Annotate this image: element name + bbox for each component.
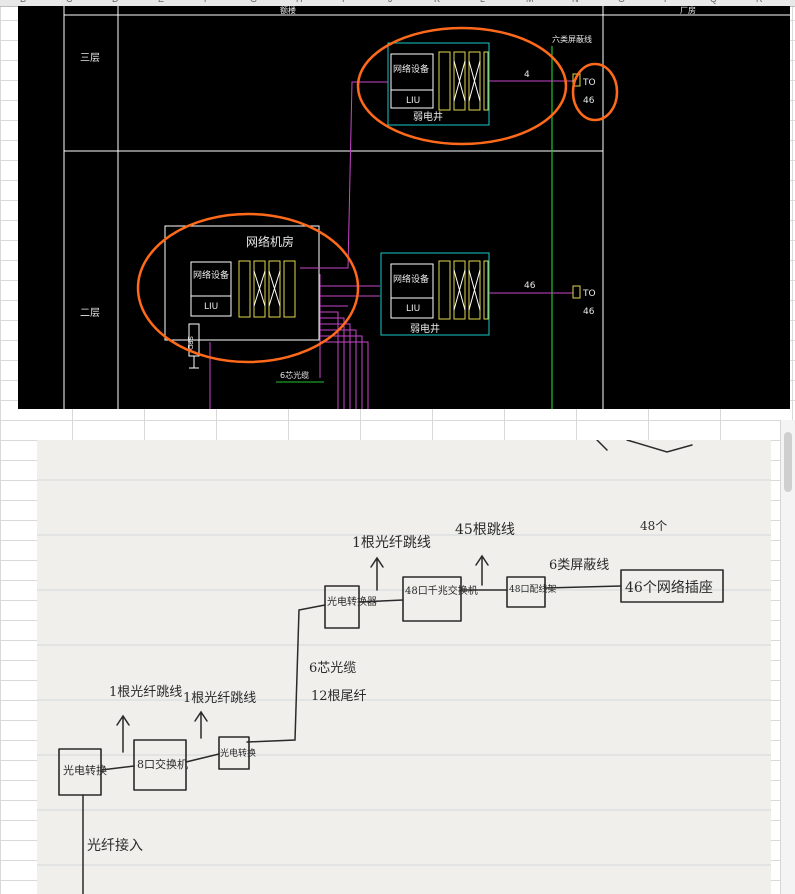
spd-label: SPD (186, 336, 194, 350)
to-outlet-bottom (572, 285, 581, 299)
cad-wiring-diagram: 额楼 厂房 三层 二层 网络机房 网络设备 LIU SPD 网络设备 LIU 弱… (18, 6, 790, 409)
fiber-label: 6芯光缆 (280, 370, 309, 380)
note-top-right: 48个 (640, 519, 667, 533)
note-top-2: 45根跳线 (455, 522, 515, 538)
net-equipment-label-1: 网络设备 (193, 269, 229, 281)
column-letter-M[interactable]: M (526, 0, 534, 4)
column-letter-R[interactable]: R (756, 0, 763, 4)
cable-label: 六类屏蔽线 (552, 34, 592, 44)
annotation-circles (136, 26, 619, 364)
note-left-2: 1根光纤跳线 (183, 691, 256, 706)
column-letter-K[interactable]: K (434, 0, 440, 4)
to-count-top: 46 (583, 96, 595, 106)
weak-shaft-top-label: 弱电井 (413, 110, 443, 123)
net-equipment-label-2: 网络设备 (393, 63, 429, 75)
node-patch-48: 48口配线架 (509, 583, 556, 595)
top-header-right: 厂房 (680, 6, 696, 15)
node-patch-48-box (506, 576, 546, 608)
liu-label-1: LIU (204, 302, 218, 312)
node-converter-left-box (58, 748, 102, 796)
handwritten-notes-photo: 1根光纤跳线 45根跳线 48个 光电转换器 48口千兆交换机 48口配线架 6… (37, 440, 771, 894)
fiber-note-2: 12根尾纤 (311, 689, 367, 704)
photo-canvas: 1根光纤跳线 45根跳线 48个 光电转换器 48口千兆交换机 48口配线架 6… (37, 440, 771, 894)
node-converter-top: 光电转换器 (327, 595, 377, 608)
node-converter-top-box (324, 585, 360, 629)
column-letter-L[interactable]: L (480, 0, 485, 4)
net-equipment-box-1 (190, 261, 232, 317)
column-letter-F[interactable]: F (204, 0, 210, 4)
patch-panel-1 (238, 260, 296, 318)
column-letter-H[interactable]: H (296, 0, 303, 4)
weak-shaft-bottom-label: 弱电井 (410, 322, 440, 335)
to-label-bottom: TO (582, 289, 596, 299)
to-count-bottom: 46 (583, 307, 595, 317)
cable-note: 6类屏蔽线 (549, 558, 609, 573)
cad-canvas: 额楼 厂房 三层 二层 网络机房 网络设备 LIU SPD 网络设备 LIU 弱… (63, 6, 790, 409)
floor-3-label: 三层 (80, 52, 100, 64)
count-bottom: 46 (524, 281, 536, 291)
column-letter-Q[interactable]: Q (710, 0, 717, 4)
patch-panel-3 (438, 260, 489, 320)
top-header-left: 额楼 (280, 6, 296, 15)
node-converter-left: 光电转换 (63, 763, 107, 777)
column-letter-I[interactable]: I (342, 0, 345, 4)
note-top-1: 1根光纤跳线 (352, 535, 431, 551)
fiber-note-1: 6芯光缆 (309, 660, 356, 676)
column-letter-E[interactable]: E (158, 0, 164, 4)
column-letter-P[interactable]: P (664, 0, 670, 4)
floor-2-label: 二层 (80, 307, 100, 319)
weak-shaft-top-box (387, 42, 490, 126)
network-room-label: 网络机房 (246, 234, 294, 249)
column-letter-B[interactable]: B (20, 0, 26, 4)
count-top: 4 (524, 70, 530, 80)
node-sockets: 46个网络插座 (625, 580, 713, 596)
fiber-runs (209, 81, 388, 409)
scrollbar-thumb[interactable] (784, 432, 792, 492)
network-room-box (164, 225, 320, 341)
net-equipment-box-2 (390, 53, 434, 109)
net-equipment-box-3 (390, 263, 434, 319)
column-letter-G[interactable]: G (250, 0, 257, 4)
sheet-scrollbar[interactable] (780, 420, 795, 894)
fiber-bottom: 光纤接入 (87, 837, 143, 854)
column-letter-C[interactable]: C (66, 0, 73, 4)
node-switch-48-box (402, 576, 462, 622)
node-8port-box (133, 739, 187, 791)
liu-label-2: LIU (406, 96, 420, 106)
node-converter-mid-box (218, 736, 250, 770)
to-outlet-top (572, 73, 581, 87)
column-letter-D[interactable]: D (112, 0, 119, 4)
to-label-top: TO (582, 78, 596, 88)
weak-shaft-bottom-box (380, 252, 490, 336)
node-8port: 8口交换机 (137, 757, 188, 771)
patch-panel-2 (438, 51, 489, 111)
note-left-1: 1根光纤跳线 (109, 685, 182, 700)
column-letter-N[interactable]: N (572, 0, 579, 4)
node-switch-48: 48口千兆交换机 (405, 584, 478, 597)
liu-label-3: LIU (406, 304, 420, 314)
net-equipment-label-3: 网络设备 (393, 273, 429, 285)
node-converter-mid: 光电转换 (220, 747, 256, 759)
column-letter-O[interactable]: O (618, 0, 625, 4)
column-letter-J[interactable]: J (388, 0, 393, 4)
